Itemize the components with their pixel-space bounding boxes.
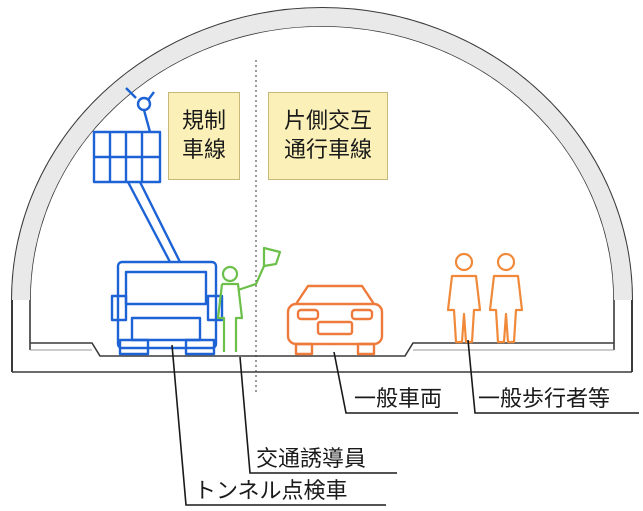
leader-pedestrians [467,339,639,414]
pedestrians-illustration [446,252,524,344]
tunnel-inner-lining [29,25,615,350]
leader-traffic-guide [239,356,397,474]
alternating-lane-label-line2: 通行車線 [283,138,372,163]
road-surface [12,342,632,373]
restricted-lane-label-line2: 車線 [181,138,226,163]
traffic-guide-label: 交通誘導員 [256,447,367,472]
leader-inspection-vehicle [171,344,386,506]
traffic-guide-illustration [216,246,282,352]
alternating-lane-box: 片側交互 通行車線 [268,92,388,180]
restricted-lane-box: 規制 車線 [168,92,240,180]
tunnel-outer-lining [11,7,633,372]
restricted-lane-label-line1: 規制 [181,109,226,134]
alternating-lane-label-line1: 片側交互 [283,109,372,134]
pedestrians-label: 一般歩行者等 [478,387,611,412]
leader-lines [171,339,639,506]
general-vehicle-label: 一般車両 [354,387,443,412]
general-vehicle-illustration [286,284,384,356]
inspection-vehicle-label: トンネル点検車 [194,479,348,504]
inspection-vehicle-illustration [92,87,224,356]
leader-general-vehicle [333,351,458,414]
